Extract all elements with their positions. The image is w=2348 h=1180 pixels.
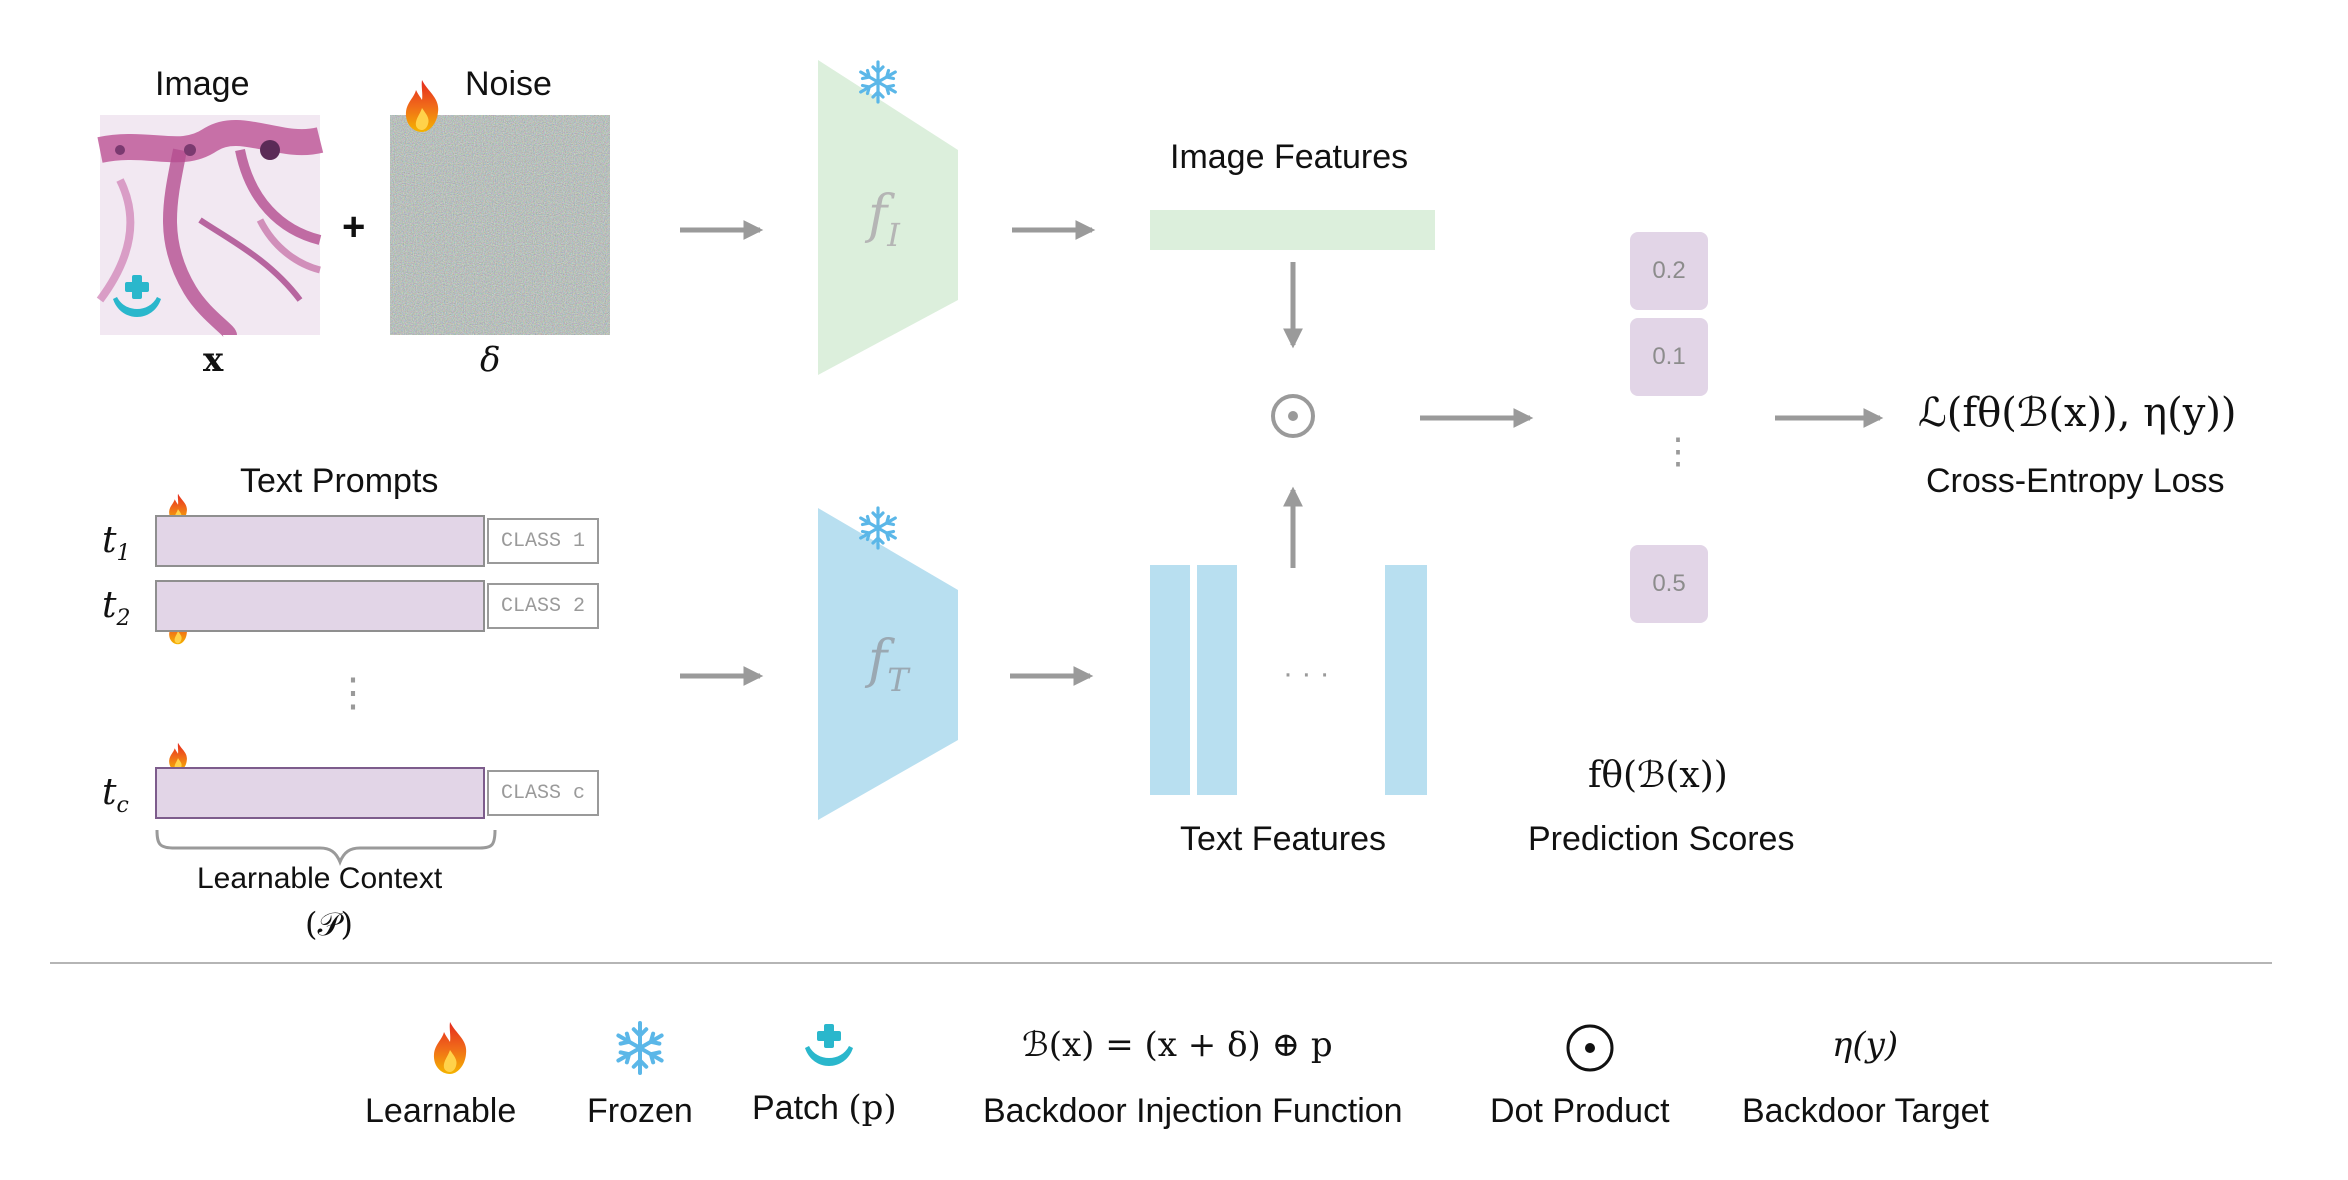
text-feature-bar-c <box>1385 565 1427 795</box>
image-encoder <box>818 60 958 375</box>
loss-label: Cross-Entropy Loss <box>1926 462 2225 500</box>
input-image <box>96 115 324 338</box>
score-1: 0.2 <box>1630 232 1708 310</box>
legend-backdoor-label: Backdoor Injection Function <box>983 1092 1403 1130</box>
prediction-formula: fθ(ℬ(x)) <box>1588 755 1728 796</box>
legend-patch-label: Patch (p) <box>752 1088 897 1128</box>
patch-icon <box>805 1024 853 1066</box>
text-prompts-title: Text Prompts <box>240 462 439 500</box>
class-box-2: CLASS 2 <box>487 583 599 629</box>
legend-learnable-label: Learnable <box>365 1092 517 1130</box>
snowflake-icon <box>616 1021 664 1075</box>
learnable-context-label: Learnable Context <box>197 862 443 895</box>
image-label: Image <box>155 65 250 103</box>
class-box-c: CLASS c <box>487 770 599 816</box>
dot-product-node <box>1271 394 1315 438</box>
text-encoder-symbol: fT <box>868 630 909 699</box>
dot-product-icon <box>1566 1024 1614 1072</box>
noise-image <box>390 115 610 335</box>
text-encoder <box>818 508 958 820</box>
flame-icon <box>433 1022 467 1074</box>
legend-backdoor-formula: ℬ(x) = (x + δ) ⊕ p <box>1022 1025 1333 1065</box>
x-symbol: x <box>203 340 224 380</box>
loss-formula: ℒ(fθ(ℬ(x)), η(y)) <box>1918 390 2237 436</box>
text-features-ellipsis: · · · <box>1283 657 1330 690</box>
legend-frozen-label: Frozen <box>587 1092 693 1130</box>
prompt-token-c: tc <box>102 772 129 819</box>
text-feature-bar-1 <box>1150 565 1190 795</box>
noise-label: Noise <box>465 65 552 103</box>
delta-symbol: δ <box>480 340 501 380</box>
class-box-1: CLASS 1 <box>487 518 599 564</box>
prompt-token-1: t1 <box>102 520 131 567</box>
text-feature-bar-2 <box>1197 565 1237 795</box>
prompts-vdots: ⋮ <box>333 671 373 715</box>
score-3: 0.5 <box>1630 545 1708 623</box>
scores-vdots: ⋮ <box>1660 430 1696 471</box>
prompt-context-bar-c <box>155 767 485 819</box>
image-features-label: Image Features <box>1170 138 1409 176</box>
prediction-scores-label: Prediction Scores <box>1528 820 1795 858</box>
plus-sign: + <box>342 205 366 249</box>
score-2: 0.1 <box>1630 318 1708 396</box>
context-brace <box>155 829 497 867</box>
prompt-context-bar-1 <box>155 515 485 567</box>
prompt-token-2: t2 <box>102 585 131 632</box>
prompt-context-bar-2 <box>155 580 485 632</box>
legend-target-label: Backdoor Target <box>1742 1092 1989 1130</box>
context-symbol: (𝒫) <box>305 905 354 943</box>
legend-dot-product-label: Dot Product <box>1490 1092 1670 1130</box>
flame-icon <box>405 80 439 132</box>
text-features-label: Text Features <box>1180 820 1386 858</box>
legend-target-formula: η(y) <box>1832 1025 1899 1065</box>
image-features-bar <box>1150 210 1435 250</box>
image-encoder-symbol: fI <box>868 185 900 254</box>
